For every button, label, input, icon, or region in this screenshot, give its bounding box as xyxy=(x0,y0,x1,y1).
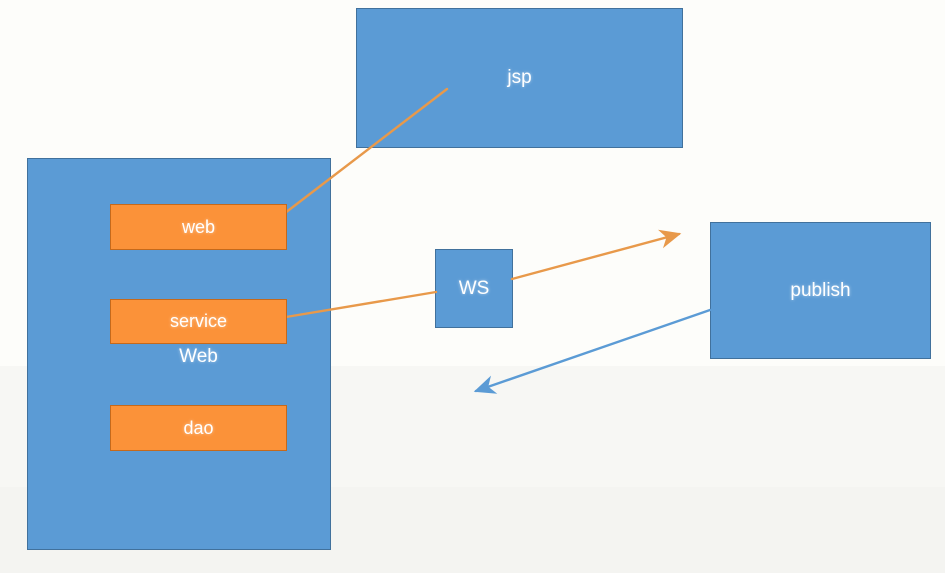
node-service[interactable]: service xyxy=(110,299,287,344)
node-jsp-label: jsp xyxy=(507,67,532,88)
node-web[interactable]: web xyxy=(110,204,287,250)
node-ws[interactable]: WS xyxy=(435,249,513,328)
node-web-label: web xyxy=(181,216,216,237)
node-dao[interactable]: dao xyxy=(110,405,287,451)
node-service-label: service xyxy=(169,311,227,331)
connector-service-to-publish-right xyxy=(510,229,682,281)
node-ws-label: WS xyxy=(458,277,490,299)
node-jsp[interactable]: jsp xyxy=(356,8,683,148)
node-web-container-label: Web xyxy=(179,346,218,367)
node-publish[interactable]: publish xyxy=(710,222,931,359)
node-dao-label: dao xyxy=(183,417,214,438)
node-publish-label: publish xyxy=(790,279,851,301)
